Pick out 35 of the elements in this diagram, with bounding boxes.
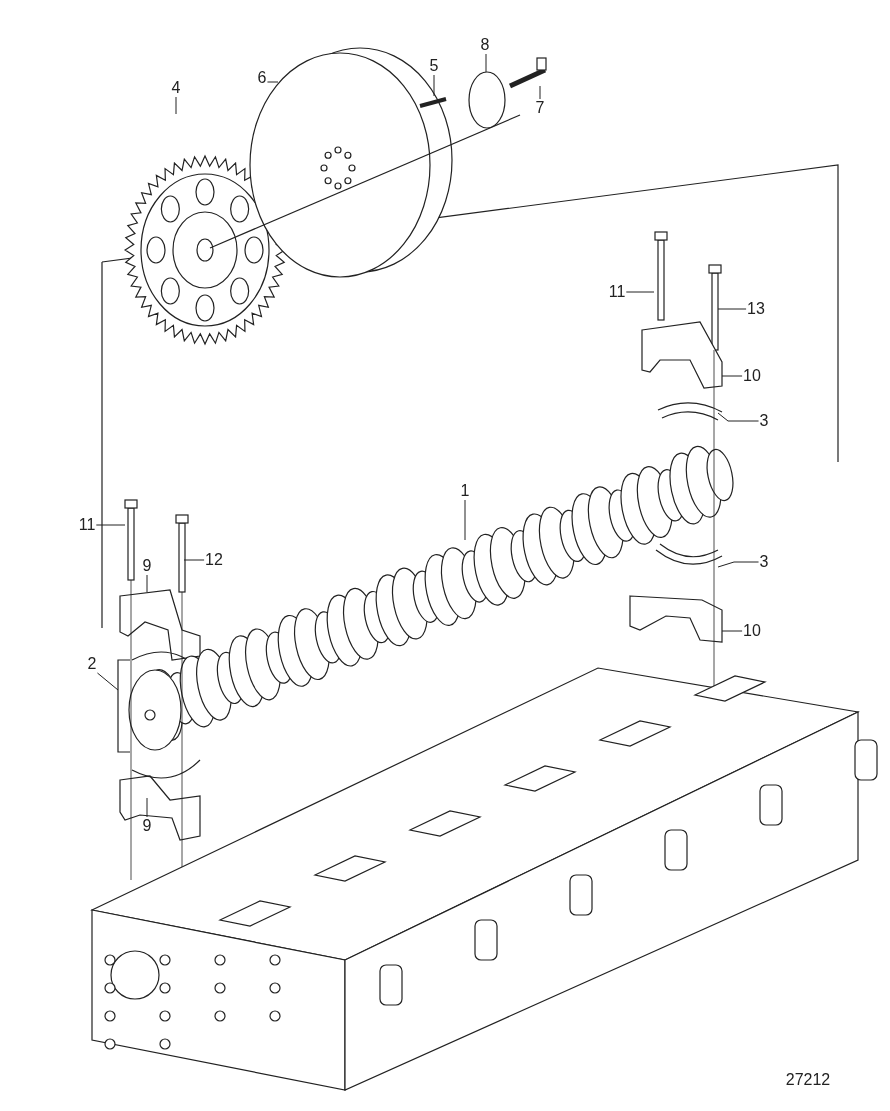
callout-number: 10 xyxy=(742,367,762,385)
leader-line xyxy=(175,96,177,115)
leader-line xyxy=(721,375,743,377)
callout-number: 11 xyxy=(77,516,97,534)
leader-line xyxy=(625,291,655,293)
leader-line xyxy=(485,53,487,73)
callout-number: 10 xyxy=(742,622,762,640)
leader-line xyxy=(721,630,743,632)
leader-line xyxy=(266,81,279,83)
leader-line xyxy=(717,561,760,568)
leader-line xyxy=(183,559,205,561)
callout-number: 7 xyxy=(534,99,546,117)
callout-number: 4 xyxy=(170,79,182,97)
callout-number: 3 xyxy=(758,412,770,430)
leader-line xyxy=(433,74,435,97)
callout-number: 2 xyxy=(86,655,98,673)
callout-number: 6 xyxy=(256,69,268,87)
callout-number: 1 xyxy=(459,482,471,500)
leader-line xyxy=(539,85,541,100)
callout-number: 9 xyxy=(141,557,153,575)
leader-line xyxy=(95,524,126,526)
leader-line xyxy=(717,412,760,422)
leader-line xyxy=(146,574,148,593)
callout-number: 13 xyxy=(746,300,766,318)
callout-number: 9 xyxy=(141,817,153,835)
callout-number: 12 xyxy=(204,551,224,569)
leader-line xyxy=(717,308,747,310)
drawing-number: 27212 xyxy=(784,1071,832,1089)
leader-line xyxy=(96,672,119,691)
leader-line xyxy=(464,499,466,541)
callout-number: 5 xyxy=(428,57,440,75)
leader-line xyxy=(146,797,148,818)
callout-number: 11 xyxy=(607,283,627,301)
callout-number: 3 xyxy=(758,553,770,571)
callout-number: 8 xyxy=(479,36,491,54)
